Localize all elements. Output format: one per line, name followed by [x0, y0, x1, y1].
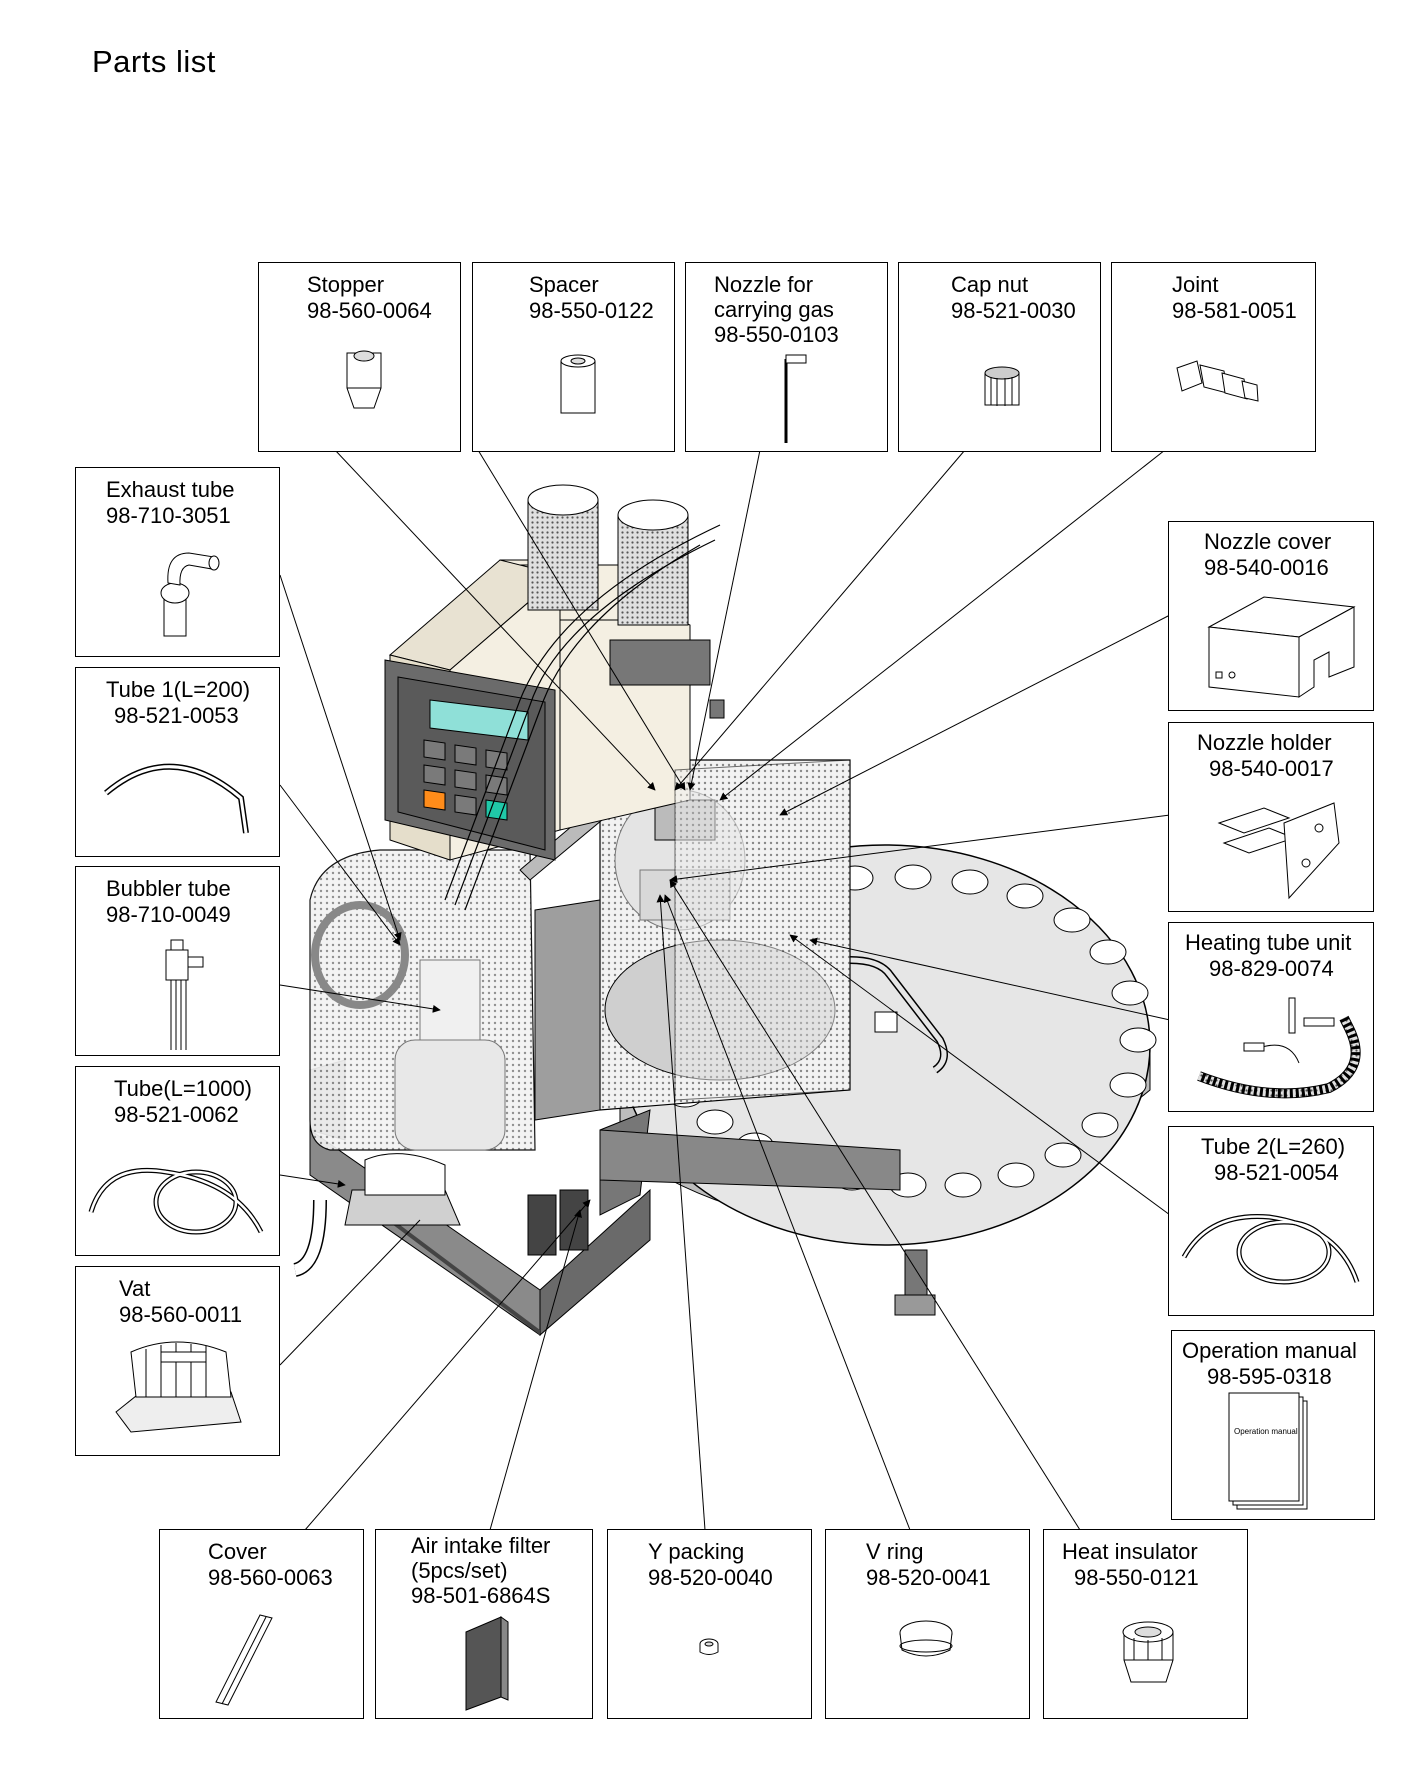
part-card-tube1: Tube 1(L=200) 98-521-0053 — [75, 667, 280, 857]
part-name: Tube 1(L=200) — [106, 677, 251, 702]
part-number: 98-710-3051 — [106, 503, 231, 528]
part-card-stopper: Stopper 98-560-0064 — [258, 262, 461, 452]
part-card-heating: Heating tube unit 98-829-0074 — [1168, 922, 1374, 1112]
gas-lines — [444, 524, 721, 911]
filter-icon — [465, 1616, 509, 1711]
nozzle-cover-icon — [1207, 596, 1356, 698]
heat-insulator-icon — [1122, 1621, 1174, 1683]
nozzle-holder-icon — [1217, 802, 1340, 900]
part-number: 98-520-0040 — [648, 1565, 773, 1590]
part-card-nozzle-cover: Nozzle cover 98-540-0016 — [1168, 521, 1374, 711]
part-name: Joint — [1172, 272, 1219, 297]
part-name: V ring — [866, 1539, 924, 1564]
part-name: Tube 2(L=260) — [1201, 1134, 1346, 1159]
stopper-icon — [346, 350, 382, 409]
part-number: 98-521-0062 — [114, 1102, 239, 1127]
part-name: Exhaust tube — [106, 477, 235, 502]
part-card-manual: Operation manual 98-595-0318 Operation m… — [1171, 1330, 1375, 1520]
y-packing-icon — [699, 1638, 719, 1655]
filter-cylinders — [527, 484, 725, 719]
part-card-spacer: Spacer 98-550-0122 — [472, 262, 675, 452]
v-ring-icon — [899, 1620, 953, 1657]
vat-tray — [344, 1153, 461, 1226]
controller-tower — [384, 559, 691, 861]
part-name: Operation manual — [1182, 1338, 1357, 1363]
part-name: Air intake filter (5pcs/set) — [411, 1533, 551, 1583]
part-number: 98-550-0103 — [714, 322, 839, 347]
part-name: Bubbler tube — [106, 876, 231, 901]
part-card-nozzle-holder: Nozzle holder 98-540-0017 — [1168, 722, 1374, 912]
part-name: Cap nut — [951, 272, 1029, 297]
part-card-vring: V ring 98-520-0041 — [825, 1529, 1030, 1719]
part-card-cap-nut: Cap nut 98-521-0030 — [898, 262, 1101, 452]
part-name: Vat — [119, 1276, 151, 1301]
part-card-nozzle-gas: Nozzle for carrying gas 98-550-0103 — [685, 262, 888, 452]
part-card-exhaust: Exhaust tube 98-710-3051 — [75, 467, 280, 657]
part-number: 98-710-0049 — [106, 902, 231, 927]
joint-icon — [1176, 360, 1259, 402]
part-number: 98-521-0054 — [1214, 1160, 1339, 1185]
cap-nut-icon — [984, 366, 1020, 406]
part-number: 98-829-0074 — [1209, 956, 1334, 981]
part-card-insulator: Heat insulator 98-550-0121 — [1043, 1529, 1248, 1719]
cover-bar-icon — [215, 1614, 273, 1706]
part-card-vat: Vat 98-560-0011 — [75, 1266, 280, 1456]
part-number: 98-540-0017 — [1209, 756, 1334, 781]
part-card-tube2: Tube 2(L=260) 98-521-0054 — [1168, 1126, 1374, 1316]
part-number: 98-520-0041 — [866, 1565, 991, 1590]
tube-arc-icon — [104, 763, 249, 834]
part-number: 98-595-0318 — [1207, 1364, 1332, 1389]
heating-tube-icon — [1197, 997, 1361, 1099]
part-number: 98-521-0053 — [114, 703, 239, 728]
part-name: Heat insulator — [1062, 1539, 1198, 1564]
part-card-tube1000: Tube(L=1000) 98-521-0062 — [75, 1066, 280, 1256]
spacer-icon — [560, 354, 596, 414]
vat-icon — [115, 1341, 242, 1433]
part-card-joint: Joint 98-581-0051 — [1111, 262, 1316, 452]
part-number: 98-540-0016 — [1204, 555, 1329, 580]
part-number: 98-560-0064 — [307, 298, 432, 323]
tube-coil-icon — [88, 1167, 264, 1235]
bubbler-tube-icon — [165, 939, 204, 1050]
leader-lines — [279, 449, 1171, 1531]
part-name: Tube(L=1000) — [114, 1076, 253, 1101]
page-title: Parts list — [92, 44, 216, 79]
part-number: 98-550-0122 — [529, 298, 654, 323]
transparent-cover-left — [309, 849, 536, 1151]
tube-coil-icon — [1181, 1214, 1360, 1285]
part-number: 98-560-0063 — [208, 1565, 333, 1590]
part-name: Nozzle cover — [1204, 529, 1332, 554]
manual-icon — [1228, 1392, 1308, 1510]
part-name: Stopper — [307, 272, 385, 297]
part-number: 98-501-6864S — [411, 1583, 551, 1608]
part-card-ypack: Y packing 98-520-0040 — [607, 1529, 812, 1719]
part-number: 98-521-0030 — [951, 298, 1076, 323]
part-name: Spacer — [529, 272, 599, 297]
manual-cover-label: Operation manual — [1234, 1427, 1298, 1436]
part-name: Nozzle holder — [1197, 730, 1332, 755]
part-number: 98-550-0121 — [1074, 1565, 1199, 1590]
part-card-filter: Air intake filter (5pcs/set) 98-501-6864… — [375, 1529, 593, 1719]
part-card-cover: Cover 98-560-0063 — [159, 1529, 364, 1719]
part-name: Heating tube unit — [1185, 930, 1352, 955]
part-name: Cover — [208, 1539, 267, 1564]
part-number: 98-581-0051 — [1172, 298, 1297, 323]
part-name: Y packing — [648, 1539, 745, 1564]
part-number: 98-560-0011 — [119, 1302, 243, 1327]
part-name: Nozzle for carrying gas — [714, 272, 834, 322]
part-card-bubbler: Bubbler tube 98-710-0049 — [75, 866, 280, 1056]
nozzle-icon — [784, 354, 807, 443]
exhaust-tube-icon — [160, 552, 220, 637]
